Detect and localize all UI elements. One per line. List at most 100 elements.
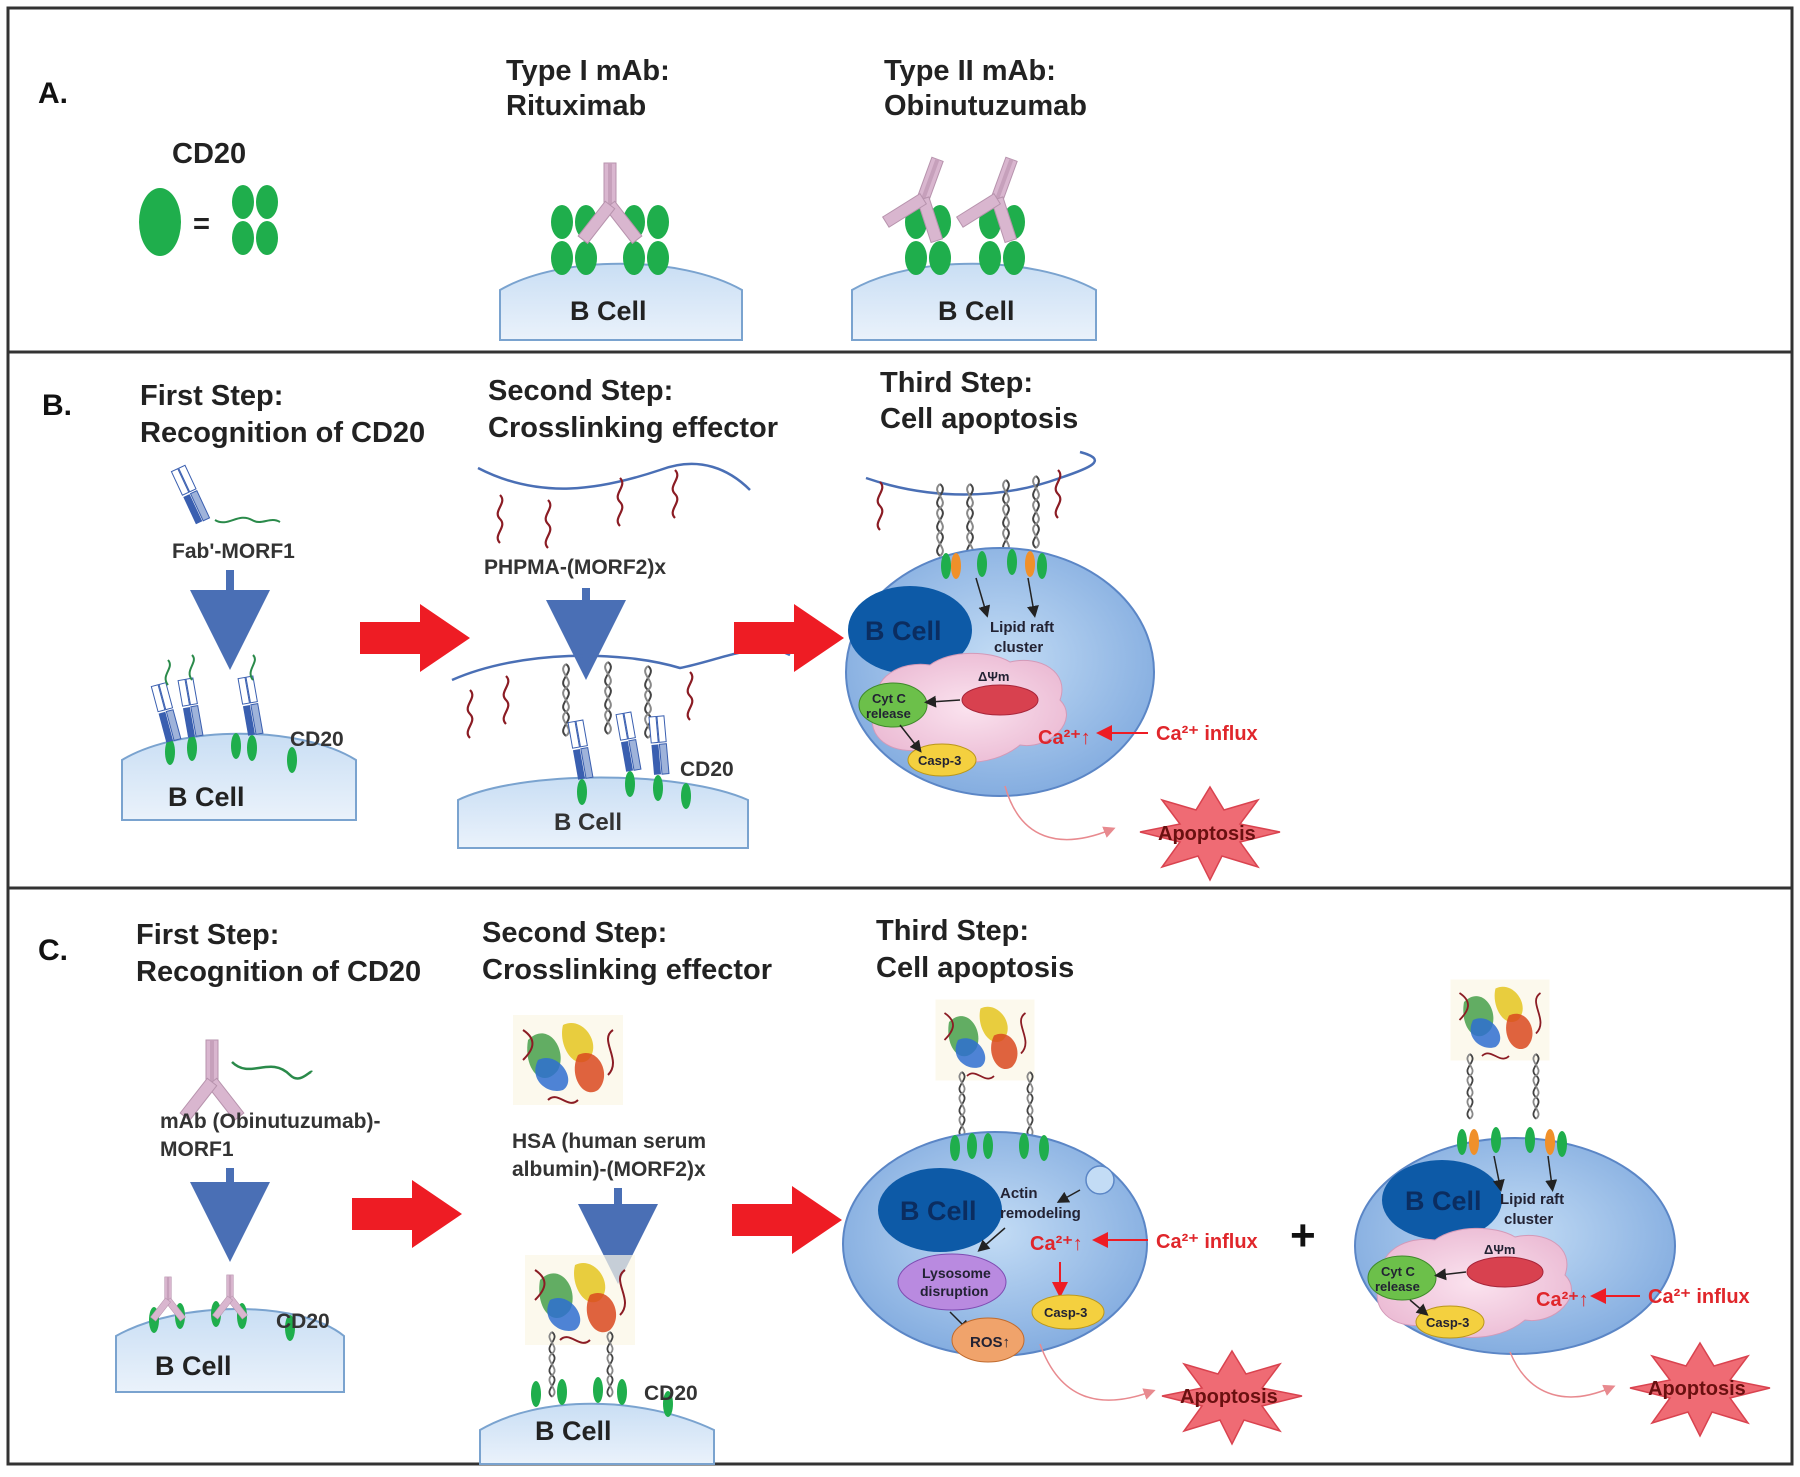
b2-helix-2 xyxy=(604,661,612,735)
c3-plus-sign: + xyxy=(1290,1211,1316,1260)
b1-fab-3 xyxy=(237,675,264,737)
b-step2-reagent: PHPMA-(MORF2)x xyxy=(484,556,666,579)
b-phpma-backbone xyxy=(477,462,751,491)
c3-hsa-protein xyxy=(934,998,1036,1082)
b-fab-morf1 xyxy=(170,464,211,525)
c3-ros-label: ROS↑ xyxy=(970,1334,1010,1351)
b-step2-cell-label: B Cell xyxy=(554,809,622,836)
c-step2-reagent-l2: albumin)-(MORF2)x xyxy=(512,1158,706,1181)
c3-right-delta-psi: ΔΨm xyxy=(1484,1242,1515,1257)
b3-ca-influx: Ca²⁺ influx xyxy=(1156,723,1258,745)
cd20-tetramer xyxy=(232,185,278,255)
b3-raft-proteins xyxy=(941,549,1047,579)
c3-right-apoptosis-label: Apoptosis xyxy=(1648,1378,1746,1400)
c3-ca-influx: Ca²⁺ influx xyxy=(1156,1231,1258,1253)
c-red-arrow-2 xyxy=(732,1186,842,1254)
c3r-casp3-arrow xyxy=(1409,1299,1429,1316)
b1-morf1-b xyxy=(188,654,195,681)
c-step2-title: Second Step: xyxy=(482,917,667,949)
c3r-hsa-protein xyxy=(1449,978,1551,1062)
b3-apoptosis-arrow xyxy=(1004,785,1116,841)
b2-fab-3 xyxy=(648,715,670,776)
b3-casp3-label: Casp-3 xyxy=(918,753,961,768)
b2-morf2-2 xyxy=(502,674,510,726)
b1-morf1-a xyxy=(164,659,171,686)
c-step1-cell-label: B Cell xyxy=(155,1351,232,1381)
c3r-cytc-arrow xyxy=(1434,1268,1467,1281)
c3r-helix-1 xyxy=(1466,1053,1474,1120)
c-hsa-protein xyxy=(512,1014,624,1106)
b-morf2-2 xyxy=(544,498,552,550)
b1-cd20-label: CD20 xyxy=(290,728,344,751)
b-step1-title: First Step: xyxy=(140,380,283,412)
c3-bleb xyxy=(1085,1165,1115,1195)
c-mab-obinutuzumab xyxy=(179,1039,245,1121)
b2-fab-2 xyxy=(615,711,642,773)
c3-lysosome-l1: Lysosome xyxy=(922,1265,991,1281)
b2-cd20-1 xyxy=(577,779,587,805)
c3-casp3-node xyxy=(1031,1294,1105,1330)
type2-name: Obinutuzumab xyxy=(884,90,1087,122)
c-step1-title: First Step: xyxy=(136,919,279,951)
c3-right-ca-inside: Ca²⁺↑ xyxy=(1536,1289,1589,1311)
b2-phpma-backbone xyxy=(451,648,791,682)
c3r-raft-arrow-1 xyxy=(1492,1155,1505,1192)
c-step1-reagent-l1: mAb (Obinutuzumab)- xyxy=(160,1110,380,1133)
c3-lyso-arrow xyxy=(977,1227,1006,1252)
c3-right-cytc-l1: Cyt C xyxy=(1381,1264,1416,1279)
type1-name: Rituximab xyxy=(506,90,646,122)
b-step1-reagent: Fab'-MORF1 xyxy=(172,540,295,563)
c1-cd20-label: CD20 xyxy=(276,1310,330,1333)
cd20-monomer xyxy=(139,188,181,256)
b3-nucleus xyxy=(848,586,972,674)
b1-fab-2 xyxy=(177,677,204,739)
c1-mab-1 xyxy=(150,1276,186,1322)
b2-morf2-1 xyxy=(466,688,474,740)
c3-right-lipid-raft: Lipid raft xyxy=(1500,1191,1564,1208)
b1-morf1-c xyxy=(249,654,256,681)
c3-left-nucleus xyxy=(878,1168,1002,1252)
c-step3-title: Third Step: xyxy=(876,915,1029,947)
c3-actin-l2: remodeling xyxy=(1000,1205,1081,1222)
c-step2-reagent-l1: HSA (human serum xyxy=(512,1130,706,1153)
b-step1-cell-label: B Cell xyxy=(168,782,245,812)
type2-title: Type II mAb: xyxy=(884,55,1056,87)
c3-right-cytc-l2: release xyxy=(1375,1279,1420,1294)
b2-cd20-label: CD20 xyxy=(680,758,734,781)
c3-lysosome-node xyxy=(897,1253,1007,1311)
b2-fab-1 xyxy=(567,719,594,781)
b-morf2-1 xyxy=(496,493,504,545)
c3r-raft-arrow-2 xyxy=(1545,1155,1558,1192)
c-step3-desc: Cell apoptosis xyxy=(876,952,1074,984)
b-step2-cell xyxy=(457,776,749,849)
b1-cd20-3 xyxy=(231,733,241,759)
c3-casp3-label: Casp-3 xyxy=(1044,1305,1087,1320)
c3-left-cell-label: B Cell xyxy=(900,1196,977,1226)
c3-right-cell-label: B Cell xyxy=(1405,1186,1482,1216)
panel-c-frame xyxy=(6,886,1794,1466)
c3-left-apoptosis-arrow xyxy=(1039,1343,1156,1401)
b-morf2-4 xyxy=(671,468,679,520)
b3-lipid-raft: Lipid raft xyxy=(990,619,1054,636)
b1-fab-1 xyxy=(150,682,182,744)
typeI-cell-label: B Cell xyxy=(570,296,647,326)
b2-cd20-3 xyxy=(653,775,663,801)
b3-morf2-1 xyxy=(876,480,884,532)
type1-title: Type I mAb: xyxy=(506,55,670,87)
b3-casp3-node xyxy=(907,743,977,777)
b3-cytc-l1: Cyt C xyxy=(872,691,907,706)
c3-lysosome-l2: disruption xyxy=(920,1283,988,1299)
b-step3-title: Third Step: xyxy=(880,367,1033,399)
b-morf1-strand xyxy=(214,516,281,524)
c-step2-cell-label: B Cell xyxy=(535,1416,612,1446)
b3-delta-psi: ΔΨm xyxy=(978,669,1009,684)
c-morf1-strand xyxy=(231,1061,314,1080)
b3-cytc-l2: release xyxy=(866,706,911,721)
c3r-mitochondrion xyxy=(1466,1256,1544,1288)
c3-actin-arrow xyxy=(1056,1189,1081,1203)
cd20-label: CD20 xyxy=(172,138,246,170)
b3-cell-label: B Cell xyxy=(865,616,942,646)
b2-morf2-3 xyxy=(686,670,694,722)
b1-cd20-4 xyxy=(247,735,257,761)
